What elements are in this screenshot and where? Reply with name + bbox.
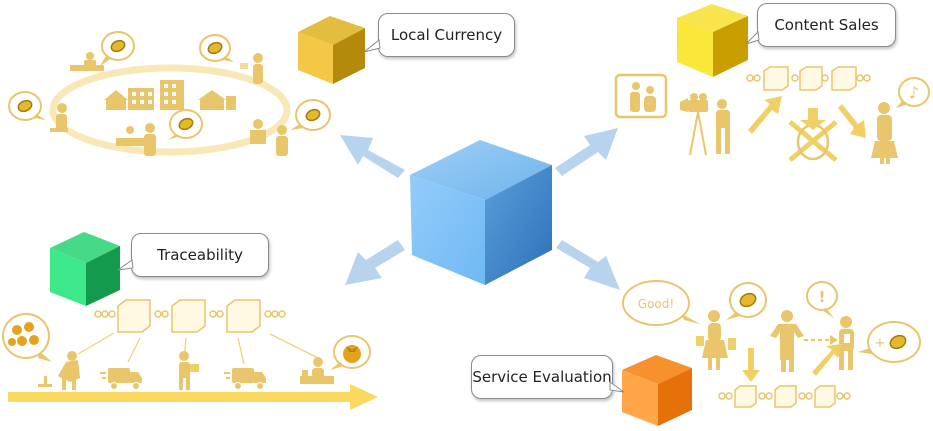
content-sales-illustration: ♪ (614, 66, 930, 164)
coin-bubble-3 (8, 91, 46, 121)
content-sales-label: Content Sales (757, 3, 896, 47)
service-coin-bubble (726, 282, 767, 320)
people-icons (50, 52, 288, 156)
dashed-arrow-icon (804, 335, 838, 345)
local-currency-cube (298, 16, 365, 84)
service-evaluation-label: Service Evaluation (471, 355, 613, 399)
tomato-bubble (330, 335, 371, 370)
traceability-label-text: Traceability (157, 246, 243, 264)
shopkeeper-icon (300, 357, 334, 384)
listener-icon (871, 102, 898, 164)
trace-block-chain-icon (94, 299, 286, 333)
content-sales-cube (677, 4, 748, 77)
truck-icon-1 (100, 368, 142, 390)
coin-bubble-4 (168, 109, 203, 140)
tomatoes-bubble (2, 313, 52, 362)
good-bubble: Good! (622, 280, 700, 326)
shopper-icon (696, 310, 736, 370)
exclaim-bubble-text: ! (819, 288, 826, 306)
traceability-illustration (2, 299, 378, 410)
exclaim-bubble: ! (806, 281, 838, 318)
service-evaluation-cube (622, 355, 692, 426)
coin-bubble-5 (290, 99, 331, 131)
service-block-chain-icon (718, 385, 851, 408)
up-arrow-icon (812, 344, 842, 376)
truck-icon-2 (224, 368, 266, 390)
local-currency-community-illustration (8, 31, 331, 156)
arrow-to-service-evaluation (556, 240, 620, 290)
plus-text: + (875, 336, 886, 351)
service-evaluation-label-text: Service Evaluation (472, 368, 612, 386)
flow-arrows-icon (748, 96, 866, 138)
music-note-bubble: ♪ (896, 77, 930, 108)
down-arrow-icon (742, 348, 760, 382)
music-note-text: ♪ (909, 83, 919, 102)
phone-user-icon (839, 316, 854, 370)
block-chain-icon (746, 66, 871, 91)
service-evaluation-illustration: Good! ! (622, 280, 921, 408)
traceability-label: Traceability (131, 233, 269, 277)
good-bubble-text: Good! (638, 297, 674, 311)
arrow-to-local-currency (340, 135, 405, 178)
town-buildings-icon (104, 80, 236, 110)
plus-coin-bubble: + (858, 321, 921, 363)
local-currency-label: Local Currency (378, 13, 515, 57)
supply-chain-arrow (8, 384, 378, 410)
camera-operator-icon (680, 93, 730, 156)
traceability-cube (50, 232, 120, 306)
arrow-to-content-sales (555, 128, 618, 176)
arrow-to-traceability (345, 240, 405, 285)
central-blue-cube (410, 140, 552, 285)
worker-carrying-box-icon (179, 351, 199, 390)
farmer-icon (38, 351, 80, 390)
coin-bubble-1 (100, 31, 135, 66)
coin-bubble-2 (199, 34, 234, 62)
no-piracy-icon (788, 108, 838, 162)
staff-person-icon (770, 310, 804, 372)
content-sales-label-text: Content Sales (774, 16, 879, 34)
picture-frame-icon (614, 73, 668, 119)
local-currency-label-text: Local Currency (390, 26, 503, 44)
